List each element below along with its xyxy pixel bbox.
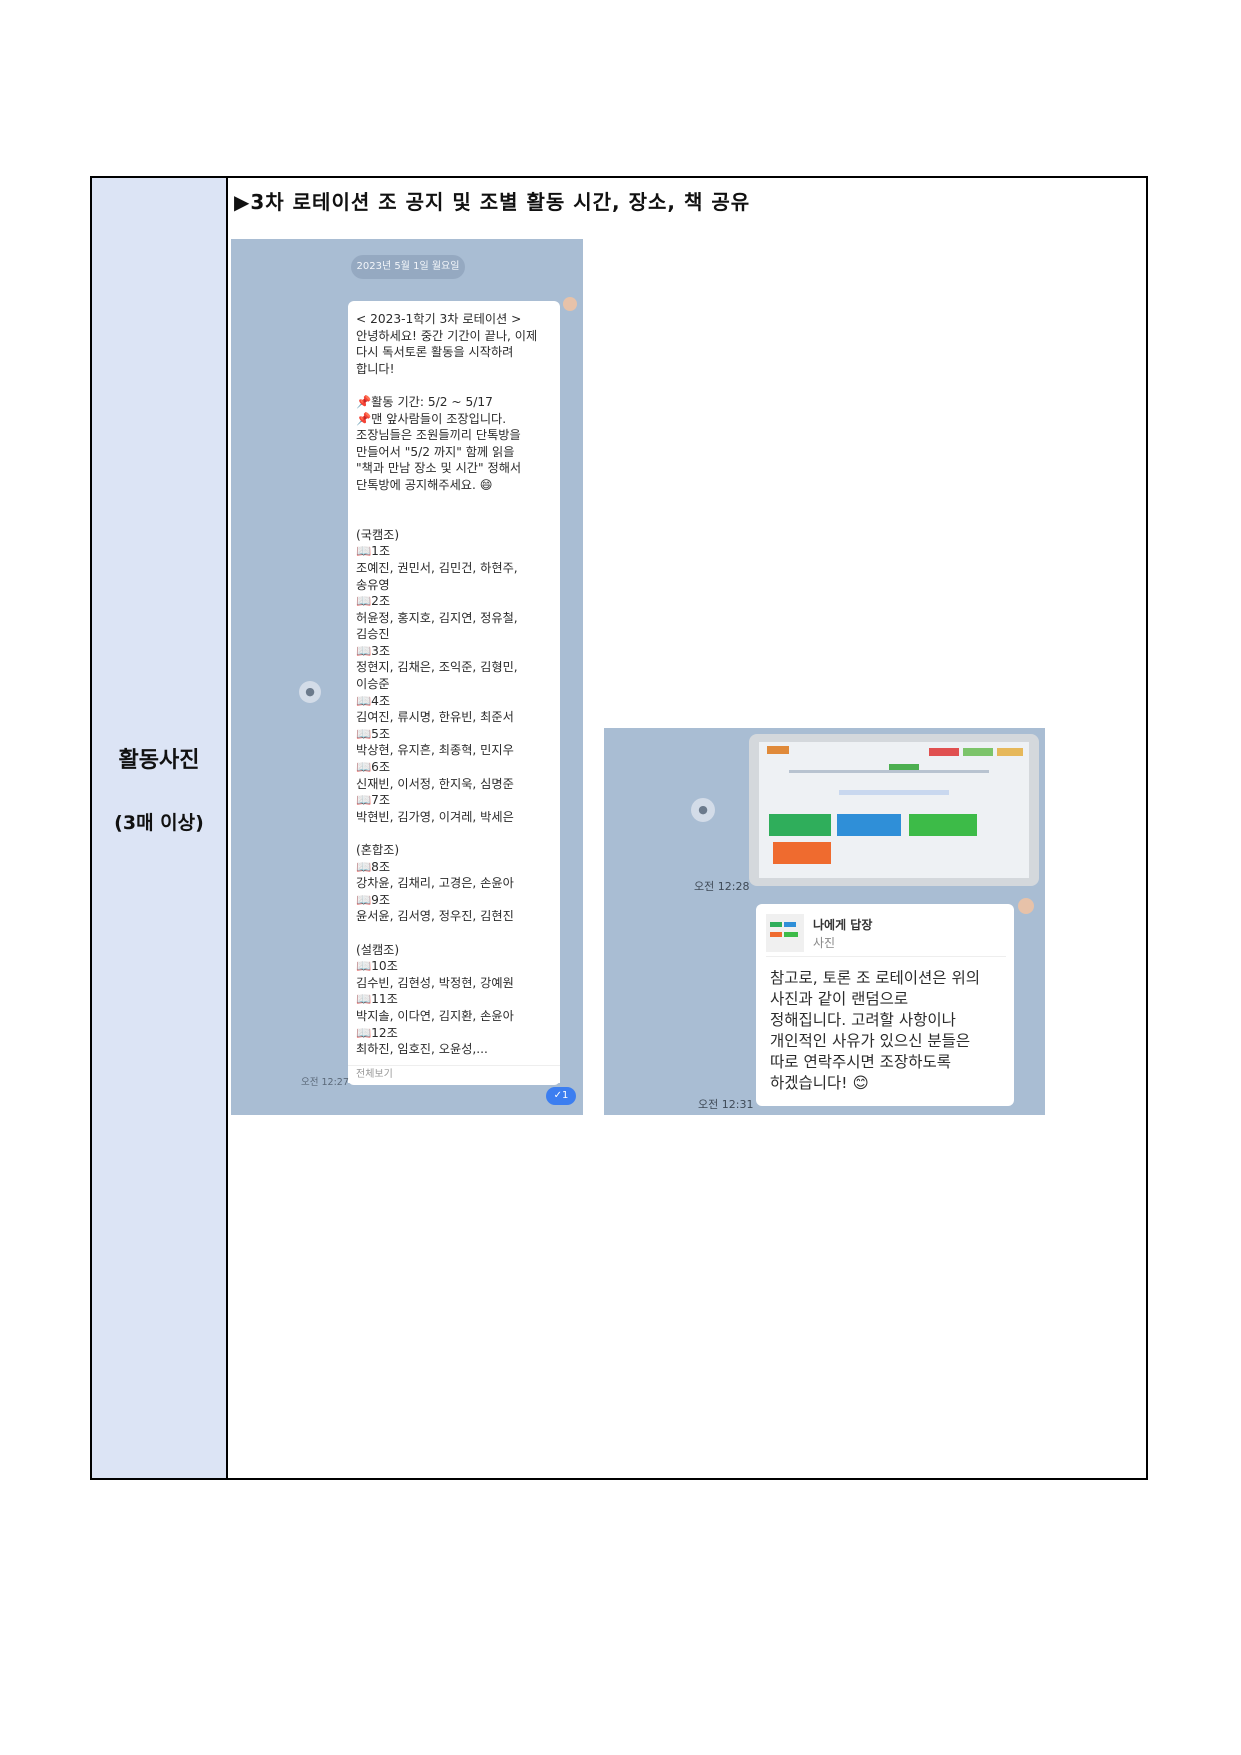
activity-photo-table: 활동사진 (3매 이상) ▶3차 로테이션 조 공지 및 조별 활동 시간, 장…: [90, 176, 1148, 1480]
profile-flower-icon: [563, 297, 577, 311]
row-label-subtitle: (3매 이상): [114, 811, 204, 834]
announcement-message-bubble: < 2023-1학기 3차 로테이션 > 안녕하세요! 중간 기간이 끝나, 이…: [348, 301, 560, 1085]
photo-group-green: [769, 814, 831, 836]
see-all-link: 전체보기: [348, 1065, 560, 1083]
quoted-photo-thumbnail: [766, 914, 804, 952]
speech-bubble-icon: ●: [691, 798, 715, 822]
content-cell: ▶3차 로테이션 조 공지 및 조별 활동 시간, 장소, 책 공유 2023년…: [228, 178, 1146, 1478]
photo-logo: [767, 746, 789, 754]
quoted-reply: 나에게 답장 사진: [766, 914, 1006, 957]
photo-block: [929, 748, 959, 756]
date-divider: 2023년 5월 1일 월요일: [351, 255, 465, 279]
message-time: 오전 12:27: [301, 1077, 349, 1088]
message-time: 오전 12:31: [698, 1098, 754, 1111]
reply-message-bubble: 나에게 답장 사진 참고로, 토론 조 로테이션은 위의 사진과 같이 랜덤으로…: [756, 904, 1014, 1106]
rotation-photo: [749, 734, 1039, 886]
photo-block: [889, 764, 919, 772]
photo-time: 오전 12:28: [694, 880, 750, 893]
row-label-cell: 활동사진 (3매 이상): [92, 178, 228, 1478]
photo-line: [839, 790, 949, 795]
photo-screen-content: [759, 742, 1029, 878]
chat-screenshot-announcement: 2023년 5월 1일 월요일 < 2023-1학기 3차 로테이션 > 안녕하…: [231, 239, 583, 1115]
row-label-title: 활동사진: [118, 747, 200, 773]
photo-block: [963, 748, 993, 756]
quoted-reply-type: 사진: [813, 936, 836, 950]
read-count-badge: ✓1: [546, 1087, 576, 1105]
chat-screenshot-rotation: ● 오전 12:28: [604, 728, 1045, 1115]
quoted-reply-title: 나에게 답장: [813, 918, 873, 932]
reply-message-text: 참고로, 토론 조 로테이션은 위의 사진과 같이 랜덤으로 정해집니다. 고려…: [770, 969, 981, 1092]
profile-flower-icon: [1018, 898, 1034, 914]
photo-line: [789, 770, 989, 773]
section-heading: ▶3차 로테이션 조 공지 및 조별 활동 시간, 장소, 책 공유: [234, 190, 751, 214]
speech-bubble-icon: ●: [299, 681, 321, 703]
photo-group-orange: [773, 842, 831, 864]
photo-block: [997, 748, 1023, 756]
photo-group-blue: [837, 814, 901, 836]
photo-group-green: [909, 814, 977, 836]
